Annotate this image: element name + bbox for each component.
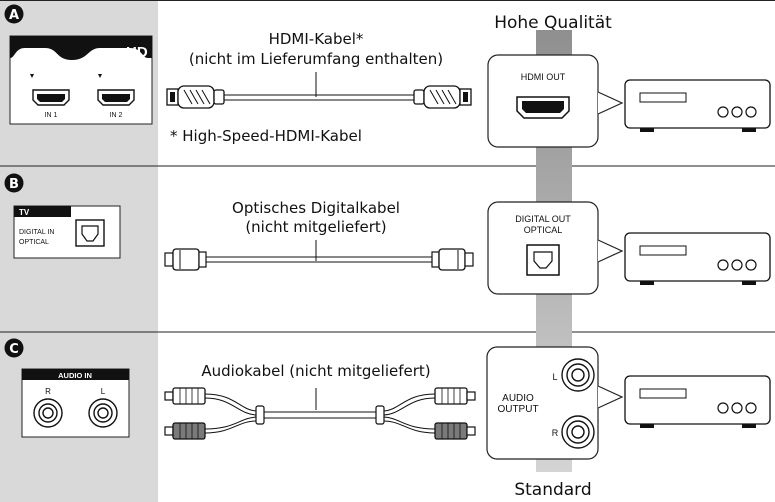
- device-optical-out-panel: DIGITAL OUT OPTICAL: [487, 201, 624, 295]
- optical-cable-title: Optisches Digitalkabel: [232, 199, 400, 217]
- quality-standard-label: Standard: [514, 480, 591, 500]
- av-device-c: [624, 375, 771, 428]
- section-a: A HD IN 1 IN 2 HDMI-Kabel* (nicht im Lie…: [4, 4, 771, 148]
- section-c: C AUDIO IN R L Audiokabel (nicht mitgeli…: [4, 338, 771, 460]
- badge-b-letter: B: [9, 177, 19, 192]
- tv-optical-panel: TV DIGITAL IN OPTICAL: [13, 205, 121, 259]
- av-device-b: [624, 232, 771, 285]
- tv-audio-in-panel: AUDIO IN R L: [21, 368, 130, 438]
- optical-cable-subtitle: (nicht mitgeliefert): [245, 218, 386, 236]
- hdmi-logo-fragment: HD: [126, 44, 148, 61]
- badge-b: [4, 173, 24, 193]
- audio-out-left-jack[interactable]: [561, 358, 595, 392]
- tv-hdmi-panel: HD IN 1 IN 2: [9, 35, 153, 125]
- badge-c-letter: C: [9, 342, 19, 357]
- tv-optical-label-line2: OPTICAL: [19, 239, 49, 246]
- device-audio-out-panel: L R AUDIO OUTPUT: [486, 346, 624, 460]
- tv-optical-label-line1: DIGITAL IN: [19, 229, 54, 236]
- audio-out-left-label: L: [552, 372, 557, 382]
- tv-audio-left-label: L: [101, 387, 106, 396]
- hdmi-cable: [166, 85, 472, 109]
- badge-c: [4, 338, 24, 358]
- audio-out-label-line1: AUDIO: [502, 393, 534, 404]
- device-hdmi-out-panel: HDMI OUT: [487, 54, 624, 148]
- tv-audio-right-label: R: [45, 387, 51, 396]
- tv-audio-in-header: AUDIO IN: [58, 371, 92, 380]
- hdmi-in1-label: IN 1: [45, 112, 58, 119]
- quality-high-label: Hohe Qualität: [494, 13, 612, 33]
- audio-out-right-label: R: [552, 428, 559, 438]
- badge-a-letter: A: [9, 8, 19, 23]
- audio-out-right-jack[interactable]: [561, 415, 595, 449]
- audio-cable-title: Audiokabel (nicht mitgeliefert): [201, 362, 430, 380]
- tv-optical-header: TV: [19, 208, 30, 217]
- audio-cable: [164, 387, 476, 440]
- hdmi-out-label: HDMI OUT: [521, 72, 566, 82]
- optical-out-port[interactable]: [526, 244, 560, 276]
- section-b: B TV DIGITAL IN OPTICAL Optisches Digita…: [4, 173, 771, 295]
- optical-out-label-line2: OPTICAL: [524, 225, 563, 235]
- optical-out-label-line1: DIGITAL OUT: [515, 214, 571, 224]
- av-device-a: [624, 79, 771, 132]
- audio-out-label-line2: OUTPUT: [497, 404, 538, 415]
- tv-audio-right-jack[interactable]: [33, 398, 63, 428]
- hdmi-footnote: * High-Speed-HDMI-Kabel: [170, 127, 362, 145]
- tv-audio-left-jack[interactable]: [88, 398, 118, 428]
- hdmi-cable-title: HDMI-Kabel*: [269, 30, 364, 48]
- hdmi-cable-subtitle: (nicht im Lieferumfang enthalten): [189, 50, 443, 68]
- badge-a: [4, 4, 24, 24]
- optical-cable: [164, 248, 474, 271]
- hdmi-in2-label: IN 2: [110, 112, 123, 119]
